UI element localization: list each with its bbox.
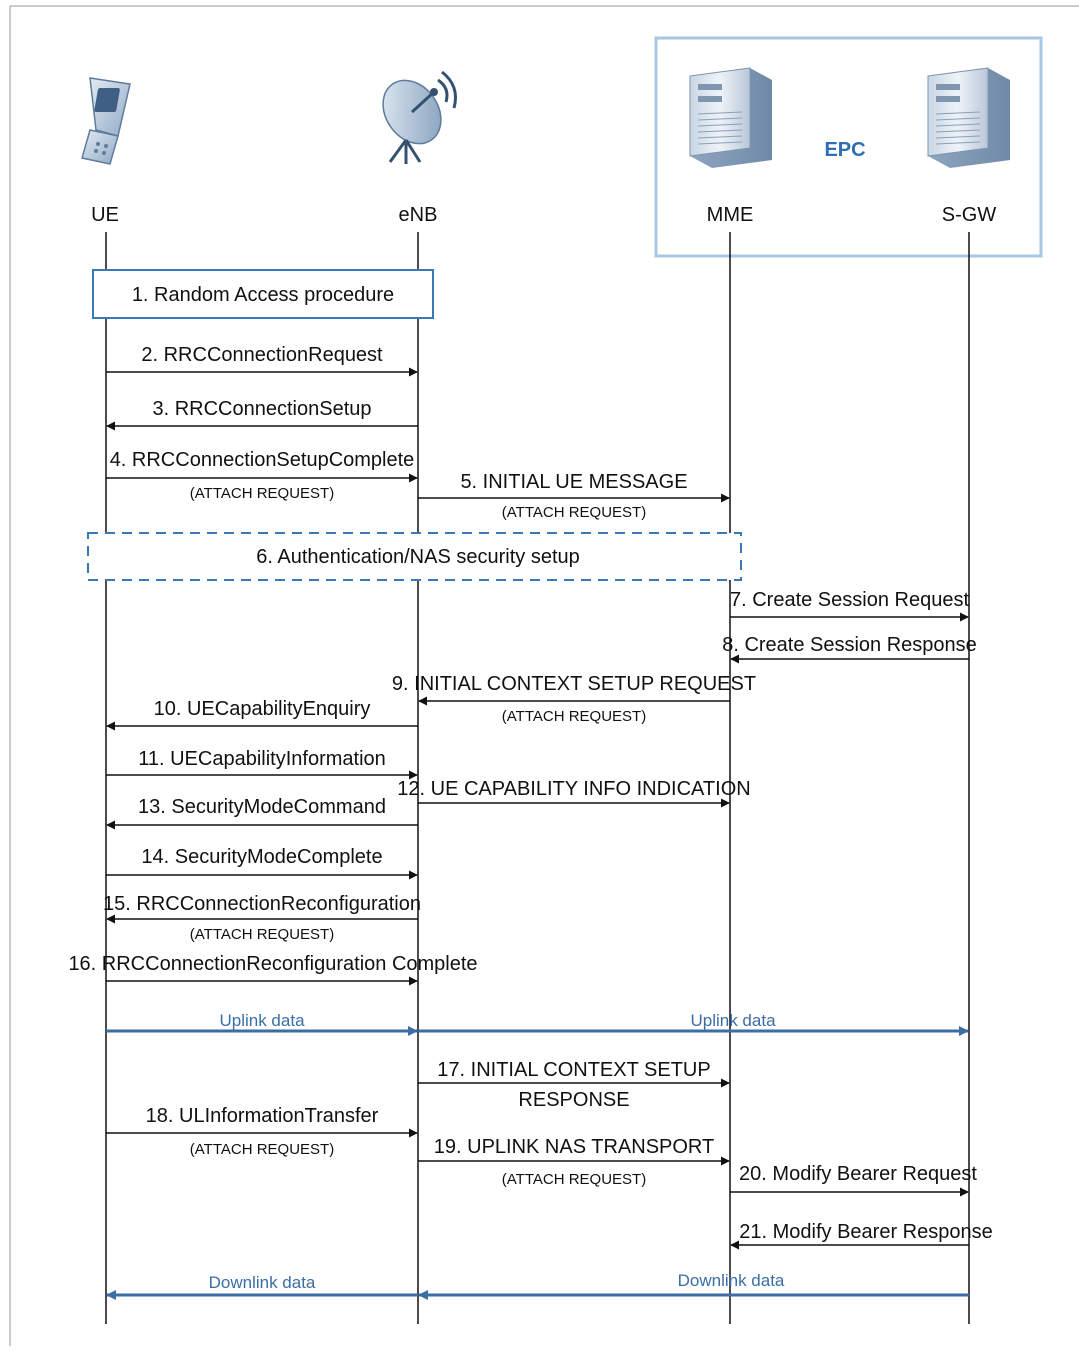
- message-8: 10. UECapabilityEnquiry: [106, 698, 418, 731]
- message-sublabel: RESPONSE: [518, 1089, 629, 1111]
- message-13: 15. RRCConnectionReconfiguration (ATTACH …: [103, 893, 421, 943]
- message-11: 13. SecurityModeCommand: [106, 796, 418, 830]
- entity-label-enb: eNB: [399, 204, 438, 226]
- random-access-label: 1. Random Access procedure: [132, 284, 394, 306]
- message-16: Uplink data: [418, 1011, 969, 1036]
- message-label: 10. UECapabilityEnquiry: [154, 698, 371, 720]
- messages: 2. RRCConnectionRequest 3. RRCConnectionS…: [68, 344, 993, 1300]
- message-label: 14. SecurityModeComplete: [141, 846, 382, 868]
- message-18: 18. ULInformationTransfer (ATTACH REQUEST…: [106, 1105, 418, 1158]
- message-label: 13. SecurityModeCommand: [138, 796, 386, 818]
- message-sublabel: (ATTACH REQUEST): [502, 1171, 646, 1188]
- message-9: 11. UECapabilityInformation: [106, 748, 418, 780]
- entity-label-ue: UE: [91, 204, 119, 226]
- message-5: 7. Create Session Request: [730, 589, 969, 622]
- message-label: 17. INITIAL CONTEXT SETUP: [437, 1059, 710, 1081]
- server-icon: [689, 67, 772, 168]
- message-label: 5. INITIAL UE MESSAGE: [460, 471, 687, 493]
- message-label: Uplink data: [690, 1011, 776, 1030]
- message-label: 2. RRCConnectionRequest: [141, 344, 383, 366]
- message-label: 3. RRCConnectionSetup: [152, 398, 371, 420]
- message-sublabel: (ATTACH REQUEST): [502, 504, 646, 521]
- mobile-phone-icon: [81, 77, 131, 165]
- message-label: 7. Create Session Request: [730, 589, 969, 611]
- message-sublabel: (ATTACH REQUEST): [190, 485, 334, 502]
- message-19: 19. UPLINK NAS TRANSPORT (ATTACH REQUEST): [418, 1136, 730, 1188]
- random-access-box: [92, 269, 434, 319]
- message-sublabel: (ATTACH REQUEST): [190, 1141, 334, 1158]
- auth-security-label: 6. Authentication/NAS security setup: [256, 546, 580, 568]
- message-20: 20. Modify Bearer Request: [730, 1163, 977, 1197]
- message-label: 4. RRCConnectionSetupComplete: [110, 449, 415, 471]
- message-14: 16. RRCConnectionReconfiguration Complet…: [68, 953, 478, 986]
- server-icon: [927, 67, 1010, 168]
- entity-label-sgw: S-GW: [942, 204, 997, 226]
- message-label: 11. UECapabilityInformation: [138, 748, 386, 770]
- message-label: 18. ULInformationTransfer: [146, 1105, 379, 1127]
- message-label: 8. Create Session Response: [722, 634, 977, 656]
- message-10: 12. UE CAPABILITY INFO INDICATION: [397, 778, 751, 808]
- message-label: 20. Modify Bearer Request: [739, 1163, 977, 1185]
- message-23: Downlink data: [418, 1271, 969, 1300]
- message-17: 17. INITIAL CONTEXT SETUP RESPONSE: [418, 1059, 730, 1111]
- message-label: 15. RRCConnectionReconfiguration: [103, 893, 421, 915]
- satellite-dish-icon: [382, 70, 457, 164]
- message-label: 12. UE CAPABILITY INFO INDICATION: [397, 778, 750, 800]
- message-label: 16. RRCConnectionReconfiguration Complet…: [68, 953, 477, 975]
- message-21: 21. Modify Bearer Response: [730, 1221, 993, 1250]
- message-12: 14. SecurityModeComplete: [106, 846, 418, 880]
- lifelines: [105, 232, 970, 1324]
- message-3: 4. RRCConnectionSetupComplete (ATTACH REQ…: [106, 449, 418, 502]
- epc-group-box: [654, 36, 1043, 258]
- message-label: Downlink data: [678, 1271, 785, 1290]
- message-label: Downlink data: [209, 1273, 316, 1292]
- message-label: 9. INITIAL CONTEXT SETUP REQUEST: [392, 673, 756, 695]
- message-1: 2. RRCConnectionRequest: [106, 344, 418, 377]
- message-4: 5. INITIAL UE MESSAGE (ATTACH REQUEST): [418, 471, 730, 521]
- message-label: 19. UPLINK NAS TRANSPORT: [434, 1136, 714, 1158]
- epc-label: EPC: [824, 139, 865, 161]
- message-7: 9. INITIAL CONTEXT SETUP REQUEST (ATTACH …: [392, 673, 756, 725]
- message-2: 3. RRCConnectionSetup: [106, 398, 418, 431]
- message-label: Uplink data: [219, 1011, 305, 1030]
- message-15: Uplink data: [106, 1011, 418, 1036]
- message-6: 8. Create Session Response: [722, 634, 977, 664]
- message-label: 21. Modify Bearer Response: [739, 1221, 992, 1243]
- message-sublabel: (ATTACH REQUEST): [502, 708, 646, 725]
- entity-label-mme: MME: [707, 204, 754, 226]
- auth-security-box: [87, 532, 742, 581]
- message-sublabel: (ATTACH REQUEST): [190, 926, 334, 943]
- message-22: Downlink data: [106, 1273, 418, 1300]
